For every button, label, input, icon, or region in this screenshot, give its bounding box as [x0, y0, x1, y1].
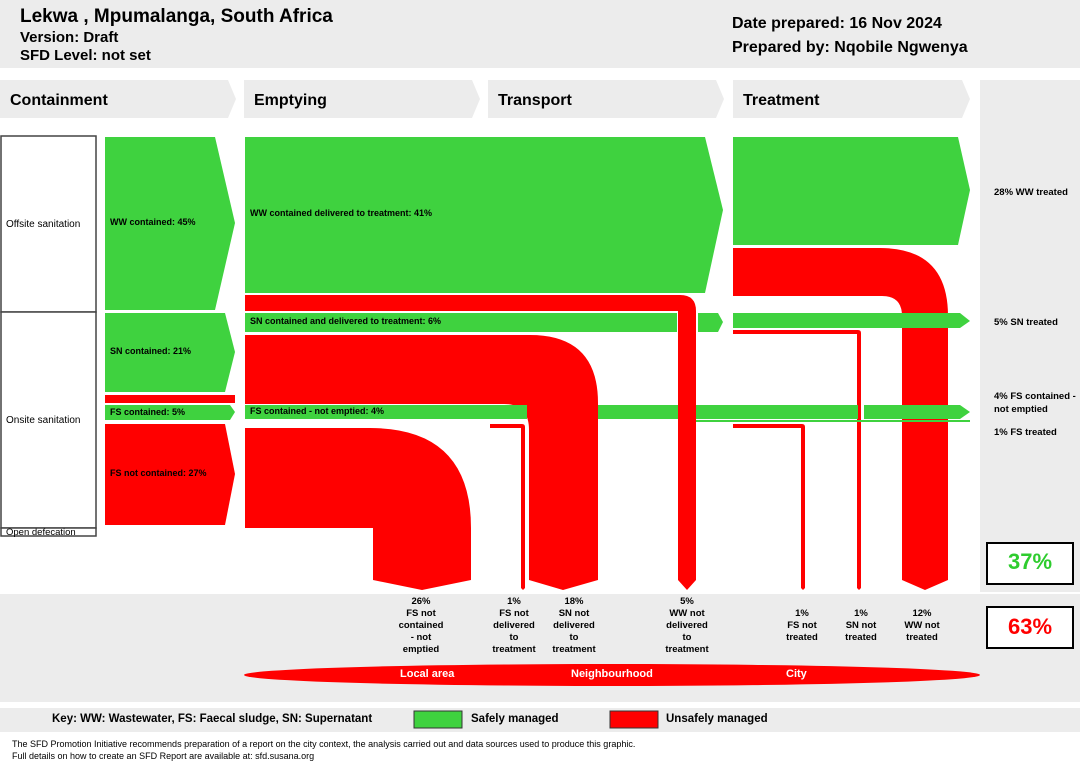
outcome-ww-treated: 28% WW treated [994, 187, 1068, 198]
flow-ww-delivered: WW contained delivered to treatment: 41% [250, 208, 433, 218]
key-unsafe-label: Unsafely managed [666, 713, 768, 725]
unsafe-total: 63% [1007, 614, 1053, 639]
outlet-fs-not-contained: 26% FS not contained - not emptied [391, 596, 451, 656]
flow-sn-delivered: SN contained and delivered to treatment:… [250, 316, 442, 326]
outlet-pct: 1% [795, 608, 809, 619]
outlet-pct: 1% [854, 608, 868, 619]
area-city: City [786, 668, 807, 680]
fs-not-emptied-bar [245, 405, 527, 419]
version-text: Version: Draft [20, 29, 119, 46]
stage-emptying: Emptying [254, 92, 327, 109]
stage-arrow-emptying [244, 80, 480, 118]
outlet-pct: 1% [507, 596, 521, 607]
outlet-text: FS not contained - not emptied [398, 608, 444, 655]
prepared-by-text: Prepared by: Nqobile Ngwenya [732, 39, 968, 56]
offsite-box [0, 135, 97, 313]
safe-total: 37% [1007, 549, 1053, 574]
flow-sn-contained: SN contained: 21% [110, 346, 192, 356]
area-ellipse [244, 664, 980, 686]
fs-not-emptied-arrow [864, 405, 970, 419]
area-neighbourhood: Neighbourhood [571, 668, 653, 680]
outcome-fs-treated: 1% FS treated [994, 427, 1057, 438]
ww-contained-arrow [105, 137, 235, 310]
stage-arrow-containment [0, 80, 236, 118]
outlet-sn-not-delivered: 18% SN not delivered to treatment [544, 596, 604, 656]
outcome-fs-not-emptied: 4% FS contained - not emptied [994, 391, 1076, 415]
fs-not-emptied-bar-3 [696, 405, 858, 419]
key-text: Key: WW: Wastewater, FS: Faecal sludge, … [52, 713, 373, 725]
ww-treated-arrow [733, 137, 970, 245]
fs-not-contained-flow [245, 428, 471, 590]
key-unsafe-swatch [609, 710, 659, 729]
key-safe-swatch [413, 710, 463, 729]
stage-transport: Transport [498, 92, 572, 109]
key-band [0, 708, 1080, 732]
footer-line-2: Full details on how to create an SFD Rep… [12, 751, 315, 761]
stage-arrow-transport [488, 80, 724, 118]
unsafe-total-box [986, 606, 1074, 649]
flow-fs-not-emptied: FS contained - not emptied: 4% [250, 406, 385, 416]
area-local: Local area [400, 668, 455, 680]
row-open-label: Open defecation [6, 527, 76, 538]
row-offsite-label: Offsite sanitation [6, 219, 81, 230]
flow-fs-not-contained: FS not contained: 27% [110, 468, 207, 478]
sn-not-treated-flow [733, 330, 861, 590]
outcomes-panel [980, 80, 1080, 592]
fs-not-treated-flow [733, 424, 805, 590]
safe-total-box [986, 542, 1074, 585]
footer-line-1: The SFD Promotion Initiative recommends … [12, 739, 636, 749]
outlet-fs-not-treated: 1% FS not treated [772, 608, 832, 644]
outlet-text: SN not treated [845, 620, 877, 643]
row-onsite-label: Onsite sanitation [6, 415, 81, 426]
fs-not-emptied-bar-2 [598, 405, 678, 419]
outlet-pct: 18% [564, 596, 584, 607]
key-safe-label: Safely managed [471, 713, 559, 725]
stage-treatment: Treatment [743, 92, 820, 109]
outlet-pct: 26% [411, 596, 431, 607]
header-band [0, 0, 1080, 68]
sn-delivered-bar [245, 313, 677, 332]
outlet-text: FS not delivered to treatment [492, 608, 536, 655]
open-defecation-box [0, 527, 97, 537]
onsite-box [0, 311, 97, 529]
outlet-text: WW not delivered to treatment [665, 608, 709, 655]
stage-containment: Containment [10, 92, 108, 109]
outlet-pct: 5% [680, 596, 694, 607]
stage-arrow-treatment [733, 80, 970, 118]
fs-not-delivered-flow [490, 424, 525, 590]
outlet-ww-not-treated: 12% WW not treated [892, 608, 952, 644]
sn-delivered-arrow-end [698, 313, 723, 332]
fs-contained-arrow [105, 405, 235, 420]
sfd-level-text: SFD Level: not set [20, 47, 151, 64]
outlet-text: FS not treated [786, 620, 818, 643]
outlet-text: WW not treated [904, 620, 940, 643]
outcome-sn-treated: 5% SN treated [994, 317, 1058, 328]
sn-not-delivered-flow [245, 335, 598, 590]
outlet-fs-not-delivered: 1% FS not delivered to treatment [484, 596, 544, 656]
fs-not-contained-arrow [105, 424, 235, 525]
flow-ww-contained: WW contained: 45% [110, 217, 196, 227]
outlet-pct: 12% [912, 608, 932, 619]
outlet-ww-not-delivered: 5% WW not delivered to treatment [657, 596, 717, 656]
flow-fs-contained: FS contained: 5% [110, 407, 186, 417]
sn-treated-arrow [733, 313, 970, 328]
city-title: Lekwa , Mpumalanga, South Africa [20, 6, 333, 27]
outlet-text: SN not delivered to treatment [552, 608, 596, 655]
sn-red-strip [105, 395, 235, 403]
outlet-sn-not-treated: 1% SN not treated [831, 608, 891, 644]
sn-contained-arrow [105, 313, 235, 392]
date-prepared-text: Date prepared: 16 Nov 2024 [732, 15, 942, 32]
ww-delivered-arrow [245, 137, 723, 293]
